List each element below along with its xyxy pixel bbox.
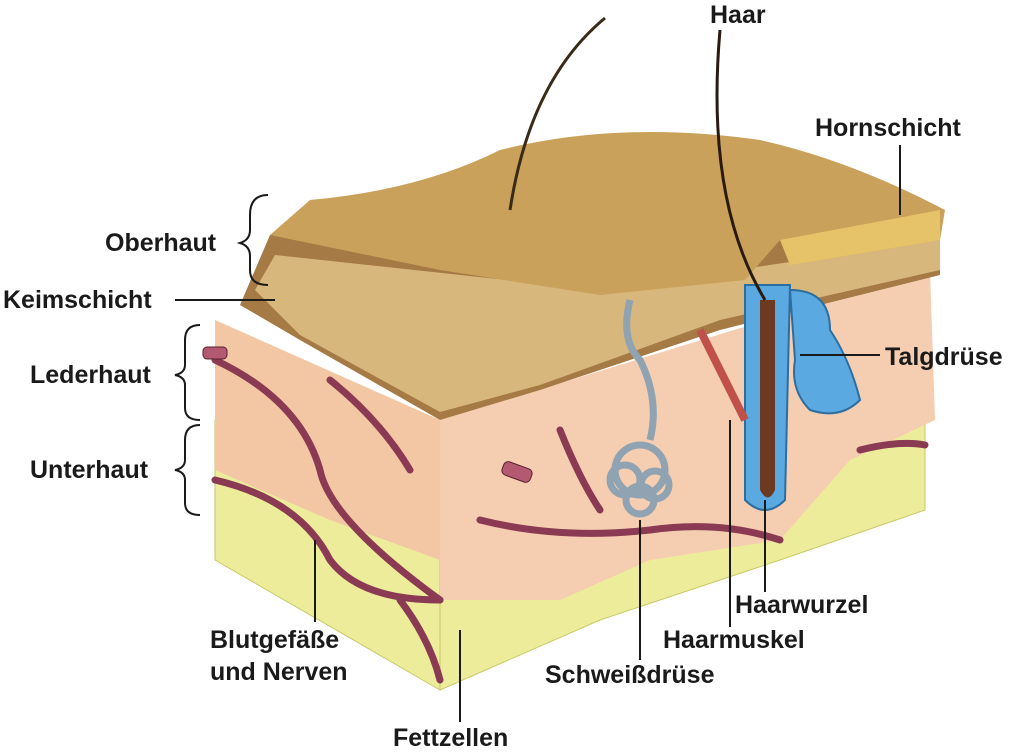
blood-vessels — [211, 356, 929, 684]
label-blutgefaesse: Blutgefäße — [210, 626, 340, 654]
label-und-nerven: und Nerven — [210, 658, 348, 686]
label-oberhaut: Oberhaut — [105, 229, 217, 257]
hair-strand — [508, 16, 606, 211]
label-haarmuskel: Haarmuskel — [663, 626, 805, 654]
label-lederhaut: Lederhaut — [30, 361, 151, 389]
vessel-cut-end — [202, 346, 228, 360]
label-fettzellen: Fettzellen — [393, 724, 509, 752]
label-haarwurzel: Haarwurzel — [735, 591, 869, 619]
label-unterhaut: Unterhaut — [30, 456, 149, 484]
sweat-gland — [606, 299, 673, 518]
leader-lines — [174, 145, 901, 722]
hair-muscle — [696, 328, 749, 422]
label-keimschicht: Keimschicht — [3, 286, 152, 314]
horn-layer-top — [270, 132, 945, 295]
vessel-cut-end — [501, 461, 533, 483]
dermis-front — [215, 320, 440, 560]
label-hornschicht: Hornschicht — [815, 114, 961, 142]
label-haar: Haar — [710, 1, 766, 29]
cell-layer — [255, 240, 940, 412]
horn-layer-edge — [780, 210, 940, 265]
hair-strand — [715, 29, 767, 301]
label-talgdruese: Talgdrüse — [885, 343, 1003, 371]
hair-root — [760, 300, 775, 498]
sebaceous-gland — [788, 288, 862, 415]
label-schweissdruese: Schweißdrüse — [545, 661, 715, 689]
